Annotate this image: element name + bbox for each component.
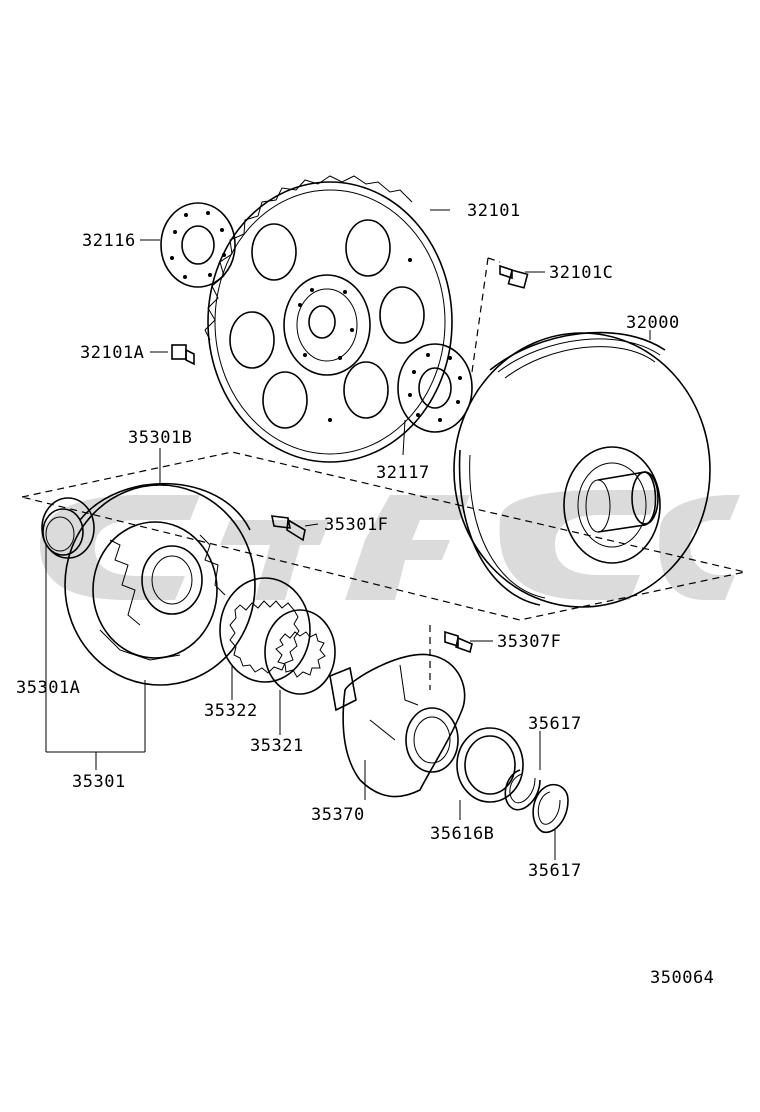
bolt-icon xyxy=(499,264,529,289)
spacer-plate-icon xyxy=(160,202,236,288)
bolt-icon xyxy=(171,344,195,366)
part-label-32101C: 32101C xyxy=(549,263,613,283)
part-label-35322: 35322 xyxy=(204,701,258,721)
driven-gear-icon xyxy=(219,577,311,683)
part-label-35301B: 35301B xyxy=(128,428,192,448)
part-label-35307F: 35307F xyxy=(497,632,561,652)
bolt-icon xyxy=(270,515,306,542)
part-label-35617-upper: 35617 xyxy=(528,714,582,734)
bolt-icon xyxy=(444,630,473,654)
watermark xyxy=(40,490,740,600)
flywheel-drive-plate-icon xyxy=(204,175,453,463)
part-label-32116: 32116 xyxy=(82,231,136,251)
part-labels: 32101 32116 32101C 32101A 32000 32117 35… xyxy=(16,201,714,988)
part-label-32000: 32000 xyxy=(626,313,680,333)
part-label-35301: 35301 xyxy=(72,772,126,792)
part-label-35301A: 35301A xyxy=(16,678,80,698)
spacer-plate-icon xyxy=(397,343,473,433)
oil-seal-icon xyxy=(41,497,95,559)
stator-shaft-icon xyxy=(329,653,466,798)
diagram-id: 350064 xyxy=(650,968,714,988)
part-label-35301F: 35301F xyxy=(324,515,388,535)
snap-ring-icon xyxy=(532,783,569,834)
part-label-32117: 32117 xyxy=(376,463,430,483)
part-label-32101: 32101 xyxy=(467,201,521,221)
part-label-35370: 35370 xyxy=(311,805,365,825)
part-label-35321: 35321 xyxy=(250,736,304,756)
assembly-outline xyxy=(21,257,746,690)
leader-lines xyxy=(45,209,651,860)
torque-converter-icon xyxy=(453,331,711,608)
snap-ring-icon xyxy=(504,769,541,811)
drive-gear-icon xyxy=(264,609,336,695)
seal-ring-icon xyxy=(456,727,524,803)
part-label-32101A: 32101A xyxy=(80,343,144,363)
part-label-35617-lower: 35617 xyxy=(528,861,582,881)
part-label-35616B: 35616B xyxy=(430,824,494,844)
